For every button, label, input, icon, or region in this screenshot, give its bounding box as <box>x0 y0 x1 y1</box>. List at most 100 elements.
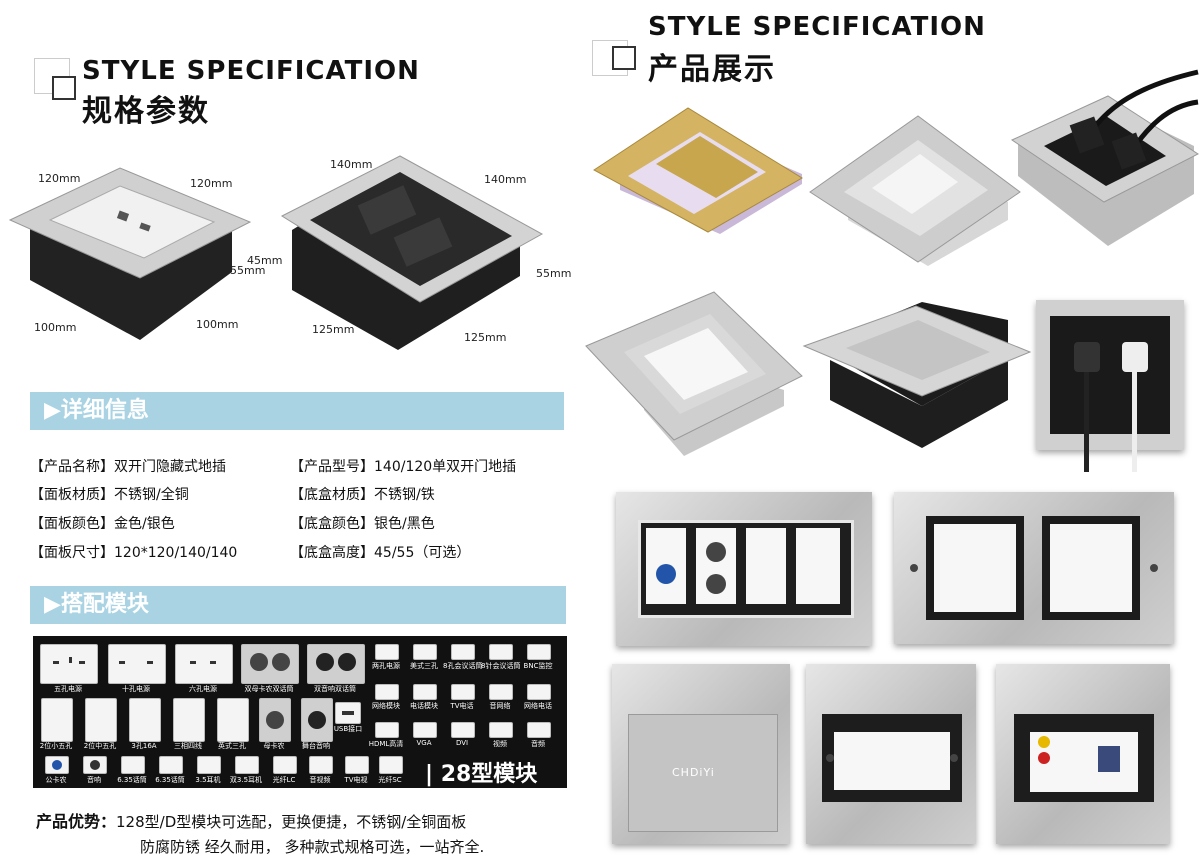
module-section-bar: ▶搭配模块 <box>30 586 566 624</box>
spec-box-material: 【底盒材质】不锈钢/铁 <box>290 487 435 503</box>
module-small <box>489 644 513 660</box>
module-label: DVI <box>455 739 469 747</box>
spec-product-name: 【产品名称】双开门隐藏式地插 <box>30 459 226 475</box>
socket-opening <box>1050 316 1170 434</box>
module-label: 六孔电源 <box>189 685 217 693</box>
module-label: USB接口 <box>333 725 363 733</box>
module-label: 网络模块 <box>372 702 400 710</box>
module-label: 3孔16A <box>131 742 157 750</box>
product-multimedia-panel <box>616 492 872 646</box>
module-label: 公卡农 <box>45 776 67 784</box>
module-small <box>413 684 437 700</box>
plug-white <box>1122 342 1148 372</box>
outlet-module <box>934 524 1016 612</box>
module-small <box>413 644 437 660</box>
dim-a-h2: 55mm <box>230 264 266 277</box>
right-heading-en: STYLE SPECIFICATION <box>648 12 986 42</box>
plug-black <box>1074 342 1100 372</box>
module-label: 音网络 <box>489 702 511 710</box>
module-label: BNC监控 <box>523 662 553 670</box>
product-square-socket-plugs <box>1036 300 1184 472</box>
module-label: 8孔会议话筒 <box>443 662 483 670</box>
module-dual-speaker <box>307 644 365 684</box>
dim-b-h: 55mm <box>536 267 572 280</box>
dim-a-bottom-left: 100mm <box>34 321 77 334</box>
cable-black <box>1084 372 1089 472</box>
left-heading-cn: 规格参数 <box>82 94 210 129</box>
module-label: HDML高清 <box>368 740 404 748</box>
module-five-hole <box>40 644 98 684</box>
module-label: 2位中五孔 <box>83 742 117 750</box>
product-open-outlet-panel <box>806 664 976 844</box>
network-module <box>1050 524 1132 612</box>
module-outlet <box>796 528 840 604</box>
module-label: 十孔电源 <box>122 685 150 693</box>
module-uk-three <box>217 698 249 742</box>
advantage-line-1: 产品优势：128型/D型模块可选配，更换便捷，不锈钢/全铜面板 <box>36 812 467 831</box>
module-label: 音视频 <box>309 776 331 784</box>
module-dual-xlr <box>241 644 299 684</box>
module-label: 英式三孔 <box>218 742 246 750</box>
spec-box-height: 【底盒高度】45/55（可选） <box>290 545 471 561</box>
spec-panel-color: 【面板颜色】金色/银色 <box>30 516 175 532</box>
module-small <box>375 644 399 660</box>
module-six-hole <box>175 644 233 684</box>
module-label: 8针会议话筒 <box>481 662 521 670</box>
dim-a-top-right: 120mm <box>190 177 233 190</box>
module-small <box>527 722 551 738</box>
product-closed-panel: CHDiYi <box>612 664 790 844</box>
product-gold-socket <box>593 107 803 234</box>
module-label: 网络电话 <box>524 702 552 710</box>
module-hdmi-av <box>746 528 786 604</box>
outlet-module <box>834 732 950 790</box>
module-catalog-panel: 五孔电源 十孔电源 六孔电源 双母卡农双话筒 双音响双话筒 2位小五孔 2位中五… <box>33 636 567 788</box>
module-635-a <box>121 756 145 774</box>
module-tv <box>345 756 369 774</box>
module-fiber-sc <box>379 756 403 774</box>
dim-a-bottom-right: 100mm <box>196 318 239 331</box>
module-label: 双3.5耳机 <box>229 776 263 784</box>
xlr-connector <box>706 542 726 562</box>
left-heading-en: STYLE SPECIFICATION <box>82 56 420 86</box>
rca-red-icon <box>1038 752 1050 764</box>
module-av <box>309 756 333 774</box>
module-16a <box>129 698 161 742</box>
dim-a-top-left: 120mm <box>38 172 81 185</box>
module-label: 音响 <box>87 776 101 784</box>
dim-b-bottom-right: 125mm <box>464 331 507 344</box>
module-dual-35 <box>235 756 259 774</box>
module-three-phase <box>173 698 205 742</box>
product-socket-with-plugs <box>1010 69 1200 246</box>
panel-screw <box>950 754 958 762</box>
module-label: 6.35话筒 <box>155 776 185 784</box>
module-usb <box>335 702 361 724</box>
module-stage-speaker <box>301 698 333 742</box>
floor-socket-140-drawing <box>280 155 544 350</box>
module-label: TV电话 <box>450 702 474 710</box>
module-label: 电话模块 <box>410 702 438 710</box>
product-silver-socket-open <box>809 115 1021 266</box>
module-small <box>451 722 475 738</box>
dim-b-top-left: 140mm <box>330 158 373 171</box>
detail-section-bar: ▶详细信息 <box>30 392 564 430</box>
spec-box-color: 【底盒颜色】银色/黑色 <box>290 516 435 532</box>
module-35-earphone <box>197 756 221 774</box>
module-label: 音频 <box>531 740 545 748</box>
dim-b-bottom-left: 125mm <box>312 323 355 336</box>
module-label: 双音响双话筒 <box>314 685 356 693</box>
module-small <box>489 722 513 738</box>
module-label: 五孔电源 <box>54 685 82 693</box>
module-small <box>489 684 513 700</box>
module-small <box>451 684 475 700</box>
cable-white <box>1132 372 1137 472</box>
product-silver-socket-uk <box>585 291 803 456</box>
vga-port-icon <box>1098 746 1120 772</box>
xlr-connector <box>706 574 726 594</box>
module-label: 三相四线 <box>174 742 202 750</box>
module-label: 母卡农 <box>263 742 285 750</box>
dim-a-h1: 45mm <box>247 254 283 267</box>
module-label: 双母卡农双话筒 <box>244 685 294 693</box>
rca-yellow-icon <box>1038 736 1050 748</box>
module-label: 两孔电源 <box>372 662 400 670</box>
module-label: TV电视 <box>344 776 368 784</box>
